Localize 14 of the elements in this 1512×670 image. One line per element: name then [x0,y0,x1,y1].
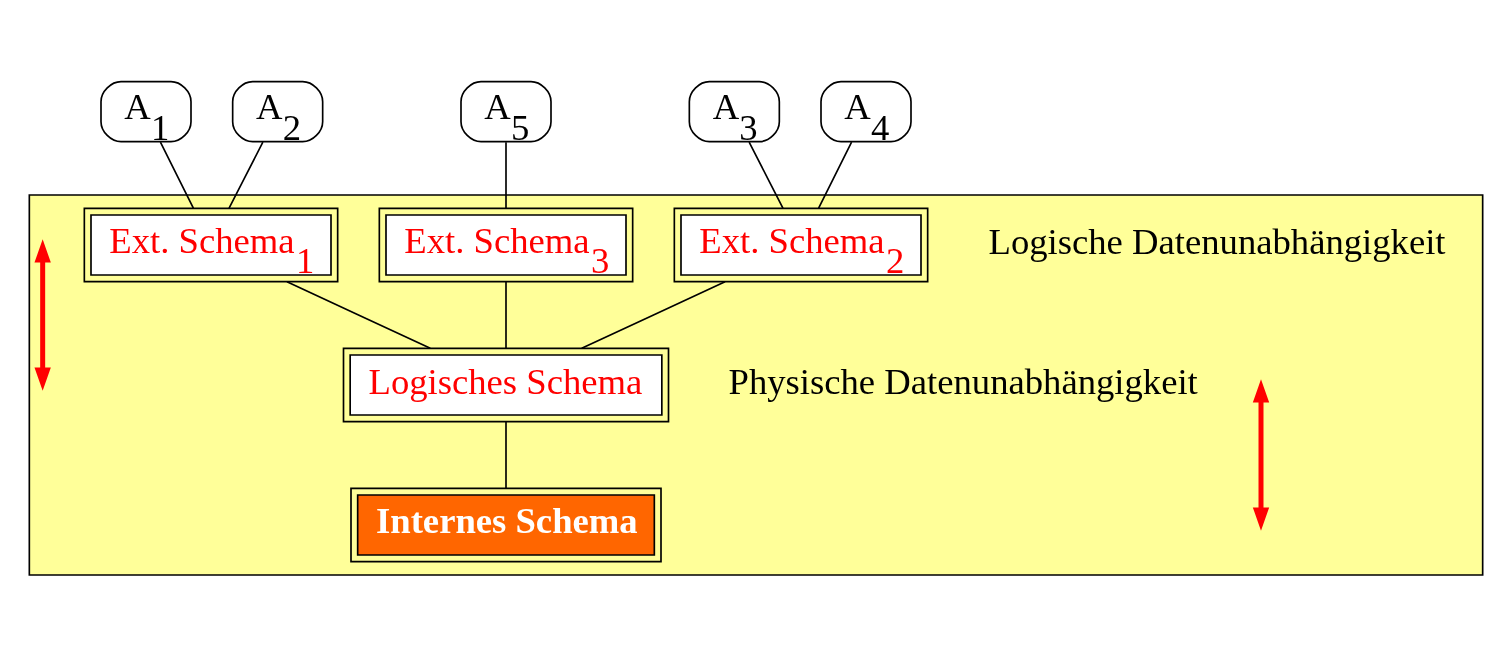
connector [505,141,507,209]
node-box: Logisches Schema [342,347,670,423]
connector [505,421,507,490]
cluster [28,194,1484,576]
connector [817,141,853,209]
connector [228,141,264,209]
label: Physische Datenunabhängigkeit [728,361,1198,403]
connector [748,141,784,209]
label: Logische Datenunabhängigkeit [988,221,1446,263]
connector [580,281,726,350]
connector [505,281,507,350]
node-box: Internes Schema [350,487,662,563]
connector [159,141,195,209]
connector [286,281,432,350]
